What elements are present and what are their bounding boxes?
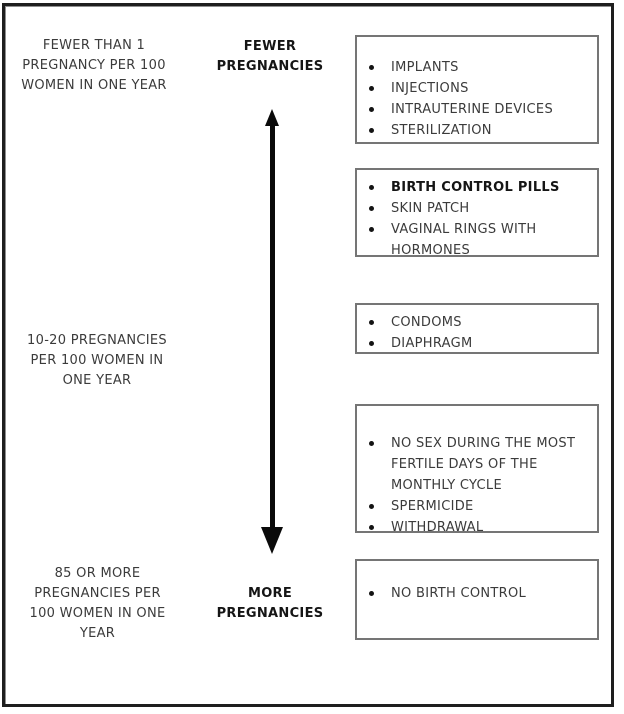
bullet-icon: [369, 341, 374, 346]
method-label: INTRAUTERINE DEVICES: [391, 102, 553, 117]
bullet-icon: [369, 441, 374, 446]
bullet-icon: [369, 206, 374, 211]
list-item: INJECTIONS: [357, 78, 597, 99]
box-hormonal-methods: BIRTH CONTROL PILLS SKIN PATCH VAGINAL R…: [355, 168, 599, 258]
box-most-effective-methods: IMPLANTS INJECTIONS INTRAUTERINE DEVICES…: [355, 35, 599, 144]
method-label: DIAPHRAGM: [391, 336, 473, 351]
bullet-icon: [369, 65, 374, 70]
list-item: INTRAUTERINE DEVICES: [357, 99, 597, 120]
bullet-icon: [369, 86, 374, 91]
list-item: NO SEX DURING THE MOST FERTILE DAYS OF T…: [357, 433, 597, 496]
outer-border-frame: [2, 3, 614, 707]
arrow-up-head-icon: [265, 109, 279, 126]
method-label: STERILIZATION: [391, 123, 492, 138]
rate-label-10-20: 10-20 PREGNANCIES PER 100 WOMEN IN ONE Y…: [27, 333, 167, 388]
list-item: CONDOMS: [357, 312, 597, 333]
method-label: IMPLANTS: [391, 60, 459, 75]
axis-label-more-pregnancies: MORE PREGNANCIES: [216, 586, 324, 621]
list-item: STERILIZATION: [357, 120, 597, 141]
list-item: SPERMICIDE: [357, 496, 597, 517]
arrow-shaft: [269, 122, 275, 530]
bullet-icon: [369, 185, 374, 190]
list-item: IMPLANTS: [357, 57, 597, 78]
method-label: SKIN PATCH: [391, 201, 470, 216]
box-no-birth-control: NO BIRTH CONTROL: [355, 559, 599, 640]
rate-label-85-or-more: 85 OR MORE PREGNANCIES PER 100 WOMEN IN …: [29, 566, 166, 641]
bullet-icon: [369, 320, 374, 325]
arrow-down-head-icon: [261, 527, 283, 554]
list-item: SKIN PATCH: [357, 198, 597, 219]
bullet-icon: [369, 591, 374, 596]
list-item: DIAPHRAGM: [357, 333, 597, 354]
method-label: VAGINAL RINGS WITH HORMONES: [391, 222, 537, 258]
bullet-icon: [369, 107, 374, 112]
method-label: BIRTH CONTROL PILLS: [391, 180, 560, 195]
method-label: INJECTIONS: [391, 81, 469, 96]
bullet-icon: [369, 525, 374, 530]
method-label: NO BIRTH CONTROL: [391, 586, 527, 601]
list-item: WITHDRAWAL: [357, 517, 597, 538]
bullet-icon: [369, 128, 374, 133]
method-label: CONDOMS: [391, 315, 462, 330]
box-barrier-methods: CONDOMS DIAPHRAGM: [355, 303, 599, 354]
method-label: SPERMICIDE: [391, 499, 474, 514]
axis-label-fewer-pregnancies: FEWER PREGNANCIES: [216, 39, 324, 74]
list-item: NO BIRTH CONTROL: [357, 583, 597, 604]
list-item: VAGINAL RINGS WITH HORMONES: [357, 219, 597, 261]
box-behavioral-methods: NO SEX DURING THE MOST FERTILE DAYS OF T…: [355, 404, 599, 535]
bullet-icon: [369, 227, 374, 232]
list-item: BIRTH CONTROL PILLS: [357, 177, 597, 198]
method-label: NO SEX DURING THE MOST FERTILE DAYS OF T…: [391, 436, 576, 493]
bullet-icon: [369, 504, 374, 509]
method-label: WITHDRAWAL: [391, 520, 484, 535]
rate-label-fewer-than-1: FEWER THAN 1 PREGNANCY PER 100 WOMEN IN …: [21, 38, 167, 93]
